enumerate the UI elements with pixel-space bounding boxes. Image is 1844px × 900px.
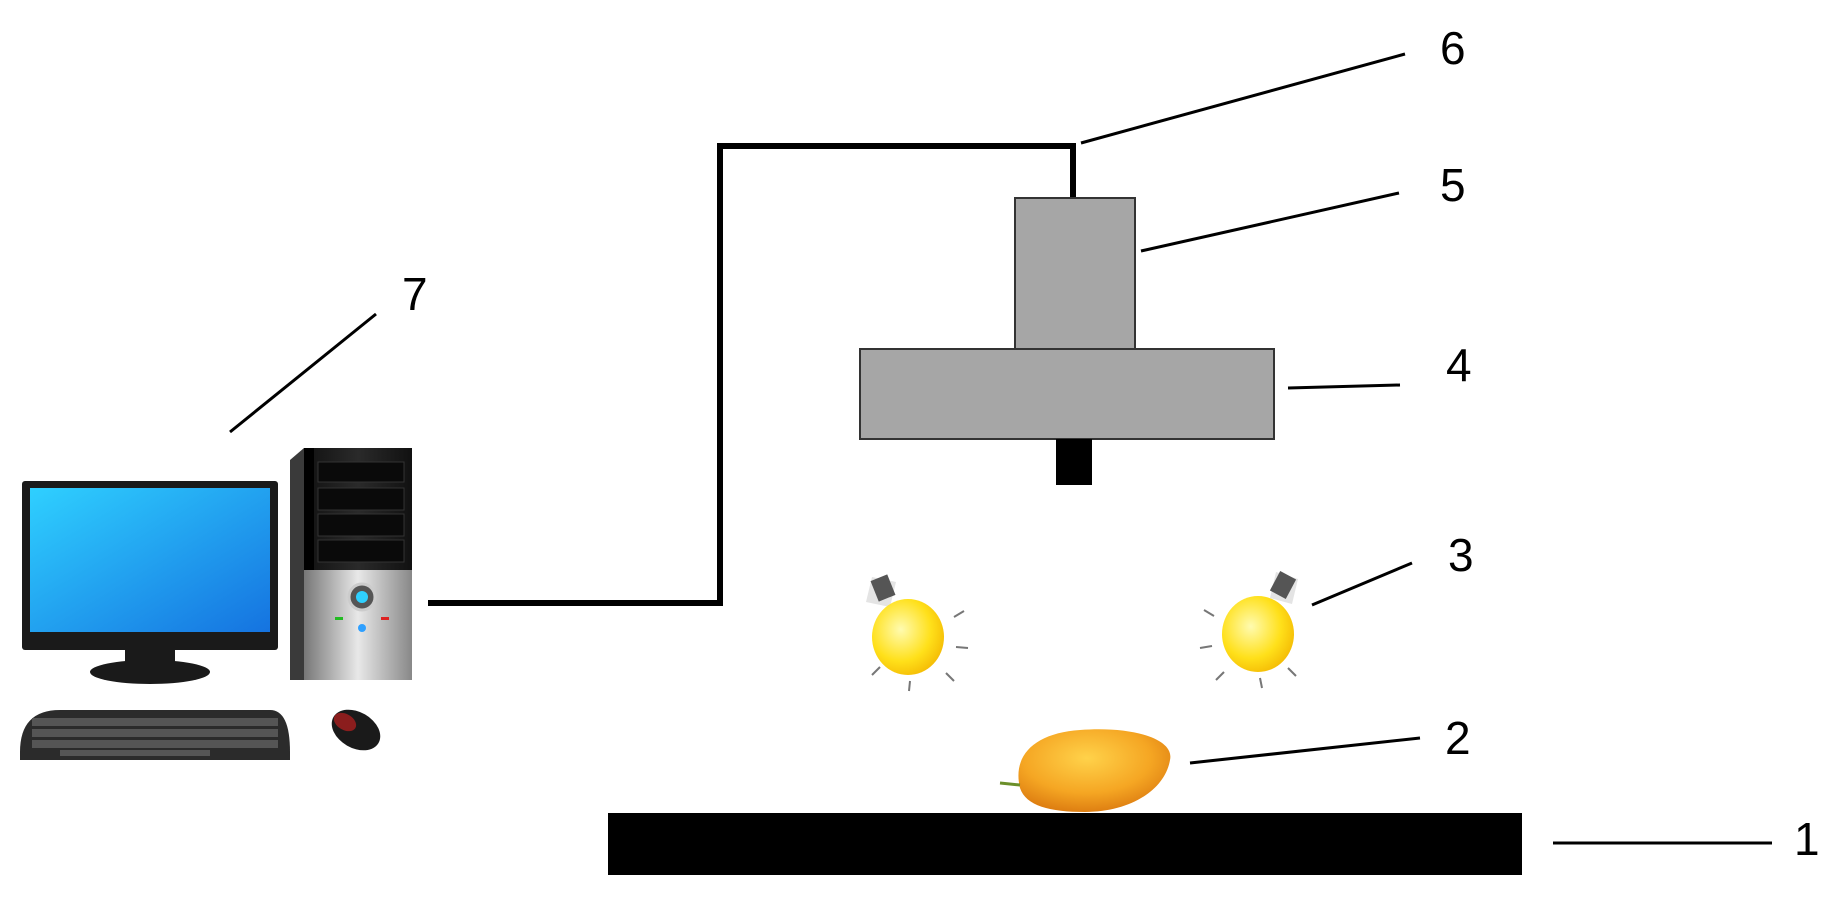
leader-line-3	[1311, 561, 1413, 607]
label-lens: 4	[1446, 339, 1472, 391]
leader-line-4	[1287, 383, 1401, 390]
light-bulb-icon	[1199, 571, 1298, 689]
mango-icon	[999, 729, 1171, 812]
connection-cable	[428, 143, 1076, 606]
mouse-icon	[331, 709, 381, 751]
leader-line-6	[1080, 52, 1406, 145]
label-mango: 2	[1445, 712, 1471, 764]
lens-housing	[859, 348, 1275, 440]
light-bulb-icon	[866, 574, 969, 692]
lens-tip	[1056, 439, 1092, 485]
camera-body	[1014, 197, 1136, 351]
label-light: 3	[1448, 529, 1474, 581]
leader-line-5	[1140, 191, 1400, 253]
keyboard-icon	[20, 710, 290, 760]
label-cable: 6	[1440, 22, 1466, 74]
label-stage: 1	[1794, 813, 1820, 865]
pc-tower-icon	[290, 448, 412, 680]
leader-line-2	[1189, 736, 1421, 765]
leader-line-7	[229, 312, 377, 434]
stage-platform	[608, 813, 1522, 875]
label-computer: 7	[402, 268, 428, 320]
monitor-icon	[22, 481, 278, 684]
label-camera: 5	[1440, 159, 1466, 211]
